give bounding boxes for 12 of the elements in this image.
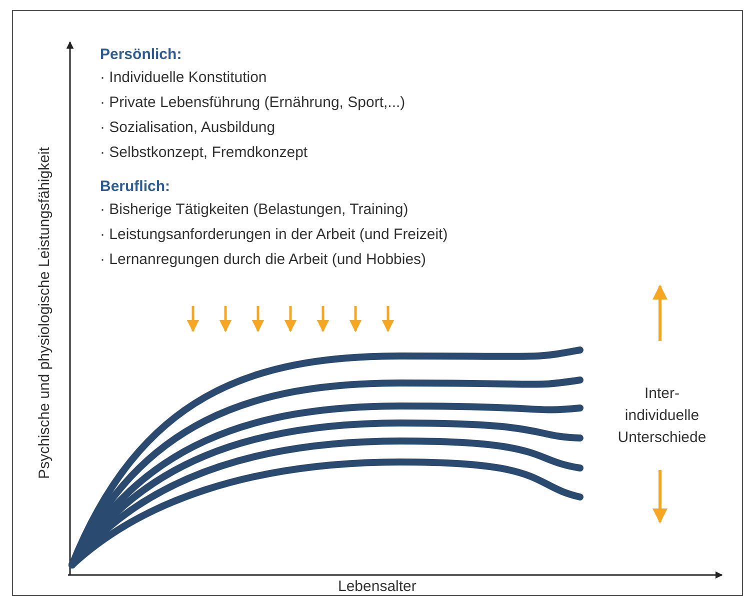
list-item: · Lernanregungen durch die Arbeit (und Hobbies) <box>100 251 426 269</box>
section-heading: Beruflich: <box>100 178 170 196</box>
x-axis-label: Lebensalter <box>338 578 416 596</box>
list-item: · Sozialisation, Ausbildung <box>100 119 276 137</box>
list-item: · Leistungsanforderungen in der Arbeit (und Freizeit) <box>100 226 448 244</box>
list-item: · Private Lebensführung (Ernährung, Sport,...) <box>100 94 406 112</box>
y-axis-label: Psychische und physiologische Leistungsfähigkeit <box>36 146 54 481</box>
list-item: · Bisherige Tätigkeiten (Belastungen, Training) <box>100 201 408 219</box>
list-item: · Individuelle Konstitution <box>100 69 267 87</box>
side-label: Inter- individuelle Unterschiede <box>616 384 708 448</box>
list-item: · Selbstkonzept, Fremdkonzept <box>100 144 308 162</box>
section-heading: Persönlich: <box>100 46 182 64</box>
